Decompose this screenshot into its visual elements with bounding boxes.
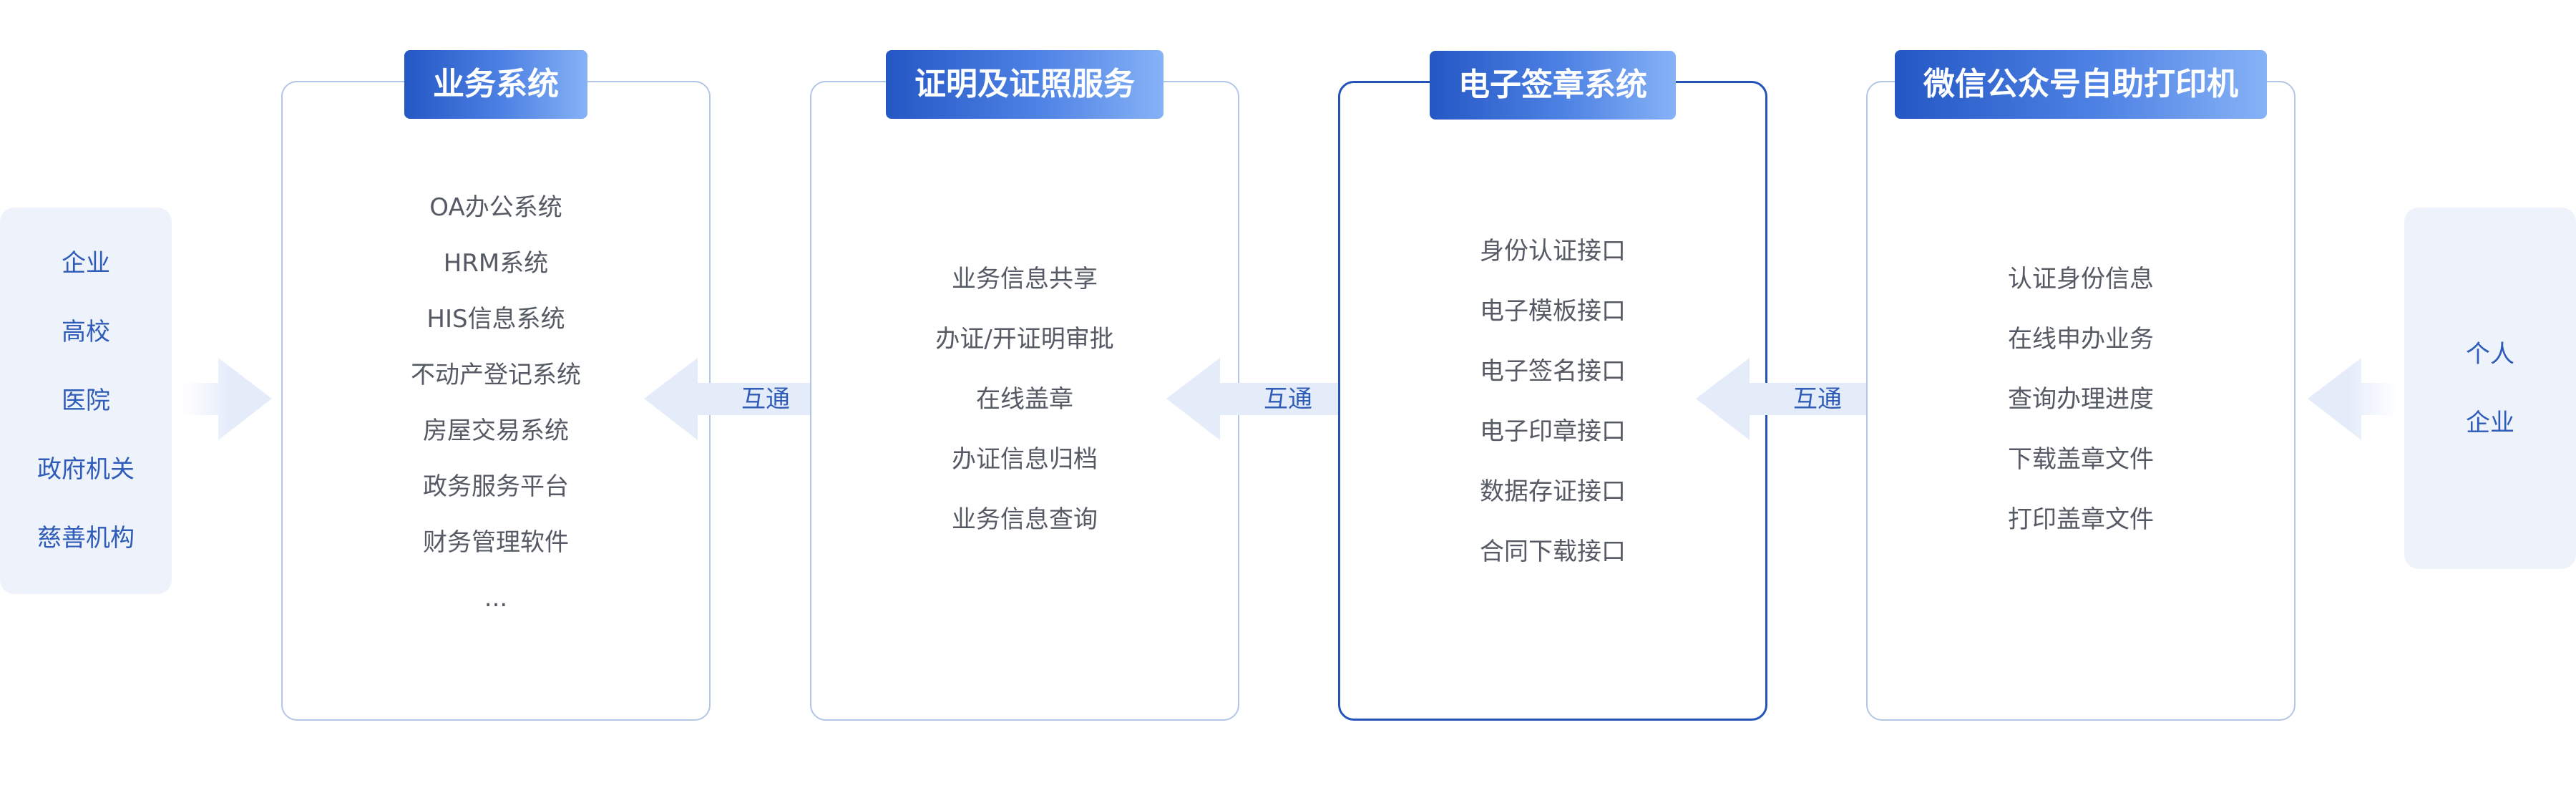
bidirectional-arrow-2 — [1166, 358, 1410, 440]
wechat-print-kiosk-box: 微信公众号自助打印机 认证身份信息 在线申办业务 查询办理进度 下载盖章文件 打… — [1866, 50, 2296, 721]
list-item-ellipsis: ... — [484, 584, 508, 613]
list-item: 不动产登记系统 — [411, 361, 581, 389]
connector-label-text: 互通 — [741, 385, 790, 414]
list-item: 房屋交易系统 — [423, 417, 569, 445]
list-item: 合同下载接口 — [1480, 537, 1626, 566]
client-university: 高校 — [62, 318, 110, 346]
wechat-print-kiosk-list: 认证身份信息 在线申办业务 查询办理进度 下载盖章文件 打印盖章文件 — [1868, 261, 2294, 537]
client-individual: 个人 — [2466, 339, 2514, 369]
client-enterprise: 企业 — [2466, 408, 2514, 437]
client-hospital: 医院 — [62, 386, 110, 415]
list-item: 财务管理软件 — [423, 528, 569, 557]
list-item: 数据存证接口 — [1480, 477, 1626, 506]
list-item: 下载盖章文件 — [2008, 445, 2154, 474]
list-item: 电子模板接口 — [1480, 297, 1626, 326]
list-item: 认证身份信息 — [2008, 265, 2154, 293]
right-input-arrow — [2308, 358, 2397, 440]
right-clients-panel: 个人 企业 — [2404, 208, 2576, 569]
client-enterprise: 企业 — [62, 249, 110, 278]
e-signature-system-list: 身份认证接口 电子模板接口 电子签名接口 电子印章接口 数据存证接口 合同下载接… — [1340, 233, 1765, 570]
left-clients-panel: 企业 高校 医院 政府机关 慈善机构 — [0, 208, 172, 594]
e-signature-system-box: 电子签章系统 身份认证接口 电子模板接口 电子签名接口 电子印章接口 数据存证接… — [1338, 51, 1767, 721]
list-item: 在线申办业务 — [2008, 325, 2154, 354]
connector-label-text: 互通 — [1264, 385, 1312, 414]
box-title-business-systems: 业务系统 — [404, 50, 587, 119]
box-title-certificate-services: 证明及证照服务 — [886, 50, 1163, 119]
list-item: 业务信息查询 — [952, 505, 1098, 534]
box-title-wechat-print-kiosk: 微信公众号自助打印机 — [1895, 50, 2267, 119]
list-item: 查询办理进度 — [2008, 385, 2154, 414]
list-item: 身份认证接口 — [1480, 237, 1626, 266]
list-item: 业务信息共享 — [952, 265, 1098, 293]
list-item: HRM系统 — [443, 249, 549, 278]
certificate-services-list: 业务信息共享 办证/开证明审批 在线盖章 办证信息归档 业务信息查询 — [811, 261, 1238, 537]
connector-label-2: 互通 — [1166, 378, 1410, 421]
business-systems-list: OA办公系统 HRM系统 HIS信息系统 不动产登记系统 房屋交易系统 政务服务… — [283, 190, 709, 616]
bidirectional-arrow-1 — [644, 358, 887, 440]
connector-label-3: 互通 — [1696, 378, 1939, 421]
list-item: 电子签名接口 — [1480, 357, 1626, 386]
list-item: 政务服务平台 — [423, 472, 569, 501]
list-item: 办证/开证明审批 — [935, 325, 1114, 354]
certificate-services-box: 证明及证照服务 业务信息共享 办证/开证明审批 在线盖章 办证信息归档 业务信息… — [810, 50, 1239, 721]
list-item: 办证信息归档 — [952, 445, 1098, 474]
bidirectional-arrow-3 — [1696, 358, 1939, 440]
connector-label-text: 互通 — [1793, 385, 1842, 414]
list-item: 在线盖章 — [976, 385, 1073, 414]
client-government: 政府机关 — [37, 455, 135, 484]
business-systems-box: 业务系统 OA办公系统 HRM系统 HIS信息系统 不动产登记系统 房屋交易系统… — [281, 50, 711, 721]
list-item: OA办公系统 — [429, 193, 562, 222]
client-charity: 慈善机构 — [37, 524, 135, 553]
list-item: 打印盖章文件 — [2008, 505, 2154, 534]
box-title-e-signature-system: 电子签章系统 — [1430, 51, 1676, 120]
left-input-arrow — [182, 358, 272, 440]
connector-label-1: 互通 — [644, 378, 887, 421]
list-item: 电子印章接口 — [1480, 417, 1626, 446]
list-item: HIS信息系统 — [426, 305, 565, 334]
